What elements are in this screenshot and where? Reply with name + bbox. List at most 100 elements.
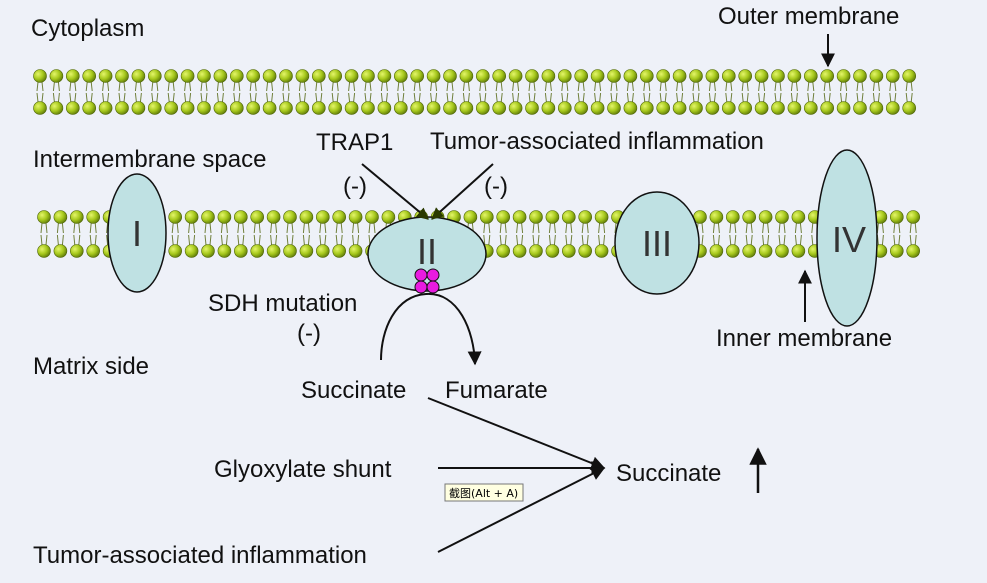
lipid-head <box>590 101 605 115</box>
lipid-head <box>213 101 228 115</box>
succinate-accumulation-label: Succinate <box>616 460 721 487</box>
lipid-head <box>672 69 687 83</box>
lipid-head <box>217 244 232 258</box>
sdh-subunit <box>426 280 440 294</box>
lipid-head <box>49 69 64 83</box>
lipid-tail <box>499 222 507 246</box>
lipid-tail <box>85 81 93 103</box>
lipid-tail <box>725 81 733 103</box>
lipid-head <box>98 101 113 115</box>
inflammation-inhibition-sign: (-) <box>484 173 508 200</box>
lipid-head <box>508 101 523 115</box>
lipid-tail <box>483 222 491 246</box>
lipid-head <box>115 101 129 115</box>
lipid-head <box>742 244 757 258</box>
lipid-head <box>853 101 867 115</box>
lipid-head <box>754 101 769 115</box>
succinate-to-fumarate-arrow <box>380 292 482 366</box>
lipid-head <box>758 244 773 258</box>
lipid-head <box>213 69 228 83</box>
lipid-head <box>594 244 609 258</box>
sdh-mutation-label: SDH mutation <box>208 290 357 317</box>
lipid-head <box>201 210 215 224</box>
lipid-head <box>37 244 51 258</box>
lipid-head <box>180 69 195 83</box>
lipid-head <box>561 210 576 224</box>
lipid-head <box>775 210 789 224</box>
lipid-head <box>689 69 703 83</box>
lipid-head <box>299 244 314 258</box>
lipid-head <box>721 101 736 115</box>
lipid-head <box>184 244 199 258</box>
lipid-head <box>496 210 511 224</box>
lipid-tail <box>516 222 524 246</box>
lipid-head <box>377 101 392 115</box>
lipid-head <box>672 101 687 115</box>
fumarate-label: Fumarate <box>445 377 548 404</box>
lipid-head <box>906 244 921 258</box>
lipid-head <box>164 101 178 115</box>
lipid-tail <box>270 222 278 246</box>
lipid-tail <box>745 222 753 246</box>
lipid-tail <box>282 81 290 103</box>
lipid-head <box>787 101 802 115</box>
trap1-inhibition-sign: (-) <box>343 173 367 200</box>
inner-membrane-label: Inner membrane <box>716 325 892 352</box>
lipid-head <box>115 69 129 83</box>
lipid-head <box>283 210 297 224</box>
lipid-tail <box>331 81 339 103</box>
lipid-tail <box>872 81 880 103</box>
lipid-head <box>98 69 113 83</box>
lipid-tail <box>544 81 552 103</box>
lipid-tail <box>102 81 110 103</box>
lipid-head <box>475 69 490 83</box>
lipid-tail <box>565 222 573 246</box>
lipid-head <box>525 101 539 115</box>
lipid-head <box>656 69 671 83</box>
tumor-inflammation-bottom-label: Tumor-associated inflammation <box>33 542 367 569</box>
lipid-tail <box>171 222 179 246</box>
lipid-head <box>623 69 638 83</box>
lipid-head <box>230 69 244 83</box>
matrix-side-label: Matrix side <box>33 353 149 380</box>
lipid-head <box>33 69 47 83</box>
lipid-head <box>283 244 297 258</box>
lipid-tail <box>594 81 602 103</box>
lipid-head <box>262 101 277 115</box>
lipid-head <box>266 210 281 224</box>
lipid-tail <box>188 222 196 246</box>
lipid-head <box>623 101 638 115</box>
lipid-tail <box>712 222 720 246</box>
lipid-tail <box>532 222 540 246</box>
lipid-tail <box>762 222 770 246</box>
lipid-head <box>315 210 330 224</box>
complex-iv <box>816 149 878 327</box>
lipid-head <box>131 101 146 115</box>
tumor-inflammation-top-label: Tumor-associated inflammation <box>430 128 764 155</box>
lipid-tail <box>581 222 589 246</box>
lipid-head <box>885 69 900 83</box>
lipid-tail <box>548 222 556 246</box>
lipid-tail <box>876 222 884 246</box>
lipid-head <box>82 69 96 83</box>
intermembrane-space-label: Intermembrane space <box>33 146 266 173</box>
lipid-tail <box>36 81 44 103</box>
lipid-tail <box>73 222 81 246</box>
fumarate-to-succinate-line <box>427 397 606 470</box>
lipid-head <box>771 69 785 83</box>
lipid-head <box>361 69 375 83</box>
lipid-head <box>771 101 785 115</box>
lipid-head <box>820 101 835 115</box>
lipid-head <box>33 101 47 115</box>
lipid-head <box>557 101 572 115</box>
lipid-head <box>561 244 576 258</box>
lipid-head <box>479 210 494 224</box>
lipid-head <box>410 101 425 115</box>
lipid-tail <box>69 81 77 103</box>
lipid-head <box>365 210 379 224</box>
lipid-head <box>541 101 556 115</box>
lipid-tail <box>528 81 536 103</box>
lipid-head <box>234 210 248 224</box>
lipid-head <box>705 69 720 83</box>
